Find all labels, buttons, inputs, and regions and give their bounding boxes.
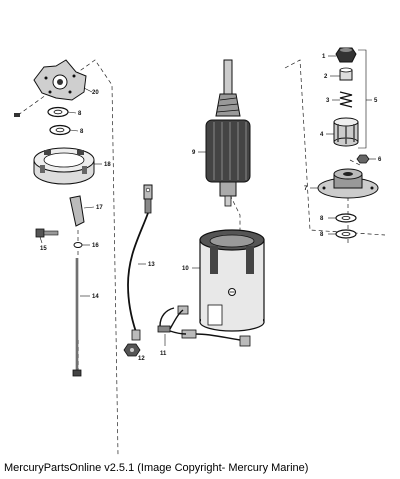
drive-pinion-gear	[326, 117, 359, 147]
lock-washer	[73, 242, 90, 248]
callout-8: 8	[78, 111, 82, 117]
end-cap-plate	[33, 59, 93, 101]
callout-8: 8	[320, 232, 324, 238]
field-coil-lead	[157, 305, 251, 347]
lead-wire	[127, 184, 153, 341]
callout-4: 4	[320, 132, 324, 138]
callout-17: 17	[96, 205, 103, 211]
screw	[35, 228, 59, 244]
washer	[328, 229, 357, 239]
armature	[198, 59, 251, 207]
callout-3: 3	[326, 98, 330, 104]
brush-holder-ring	[33, 147, 102, 185]
callout-11: 11	[160, 351, 167, 357]
callout-12: 12	[138, 356, 145, 362]
callout-2: 2	[324, 74, 328, 80]
exploded-parts-diagram: 20 8 8 18 17 15	[14, 47, 386, 455]
nut	[328, 47, 357, 63]
through-bolt	[72, 258, 90, 377]
washer	[49, 124, 79, 136]
callout-14: 14	[92, 294, 99, 300]
drive-assembly-bracket	[358, 49, 372, 149]
commutator-end-head	[310, 168, 379, 199]
callout-7: 7	[304, 186, 308, 192]
washer	[328, 213, 357, 223]
callout-10: 10	[182, 266, 189, 272]
callout-20: 20	[92, 90, 99, 96]
nut	[356, 154, 376, 164]
terminal-bracket	[69, 195, 95, 227]
callout-1: 1	[322, 54, 326, 60]
spring	[332, 91, 353, 108]
spacer	[330, 67, 353, 81]
washer	[47, 106, 77, 118]
field-frame-housing	[192, 229, 265, 332]
callout-9: 9	[192, 150, 196, 156]
screw	[14, 113, 20, 117]
callout-15: 15	[40, 246, 47, 252]
callout-8: 8	[80, 129, 84, 135]
callout-18: 18	[104, 162, 111, 168]
callout-8: 8	[320, 216, 324, 222]
nut	[123, 343, 141, 357]
callout-13: 13	[148, 262, 155, 268]
image-caption: MercuryPartsOnline v2.5.1 (Image Copyrig…	[4, 462, 309, 474]
callout-5: 5	[374, 98, 378, 104]
callout-6: 6	[378, 157, 382, 163]
callout-16: 16	[92, 243, 99, 249]
